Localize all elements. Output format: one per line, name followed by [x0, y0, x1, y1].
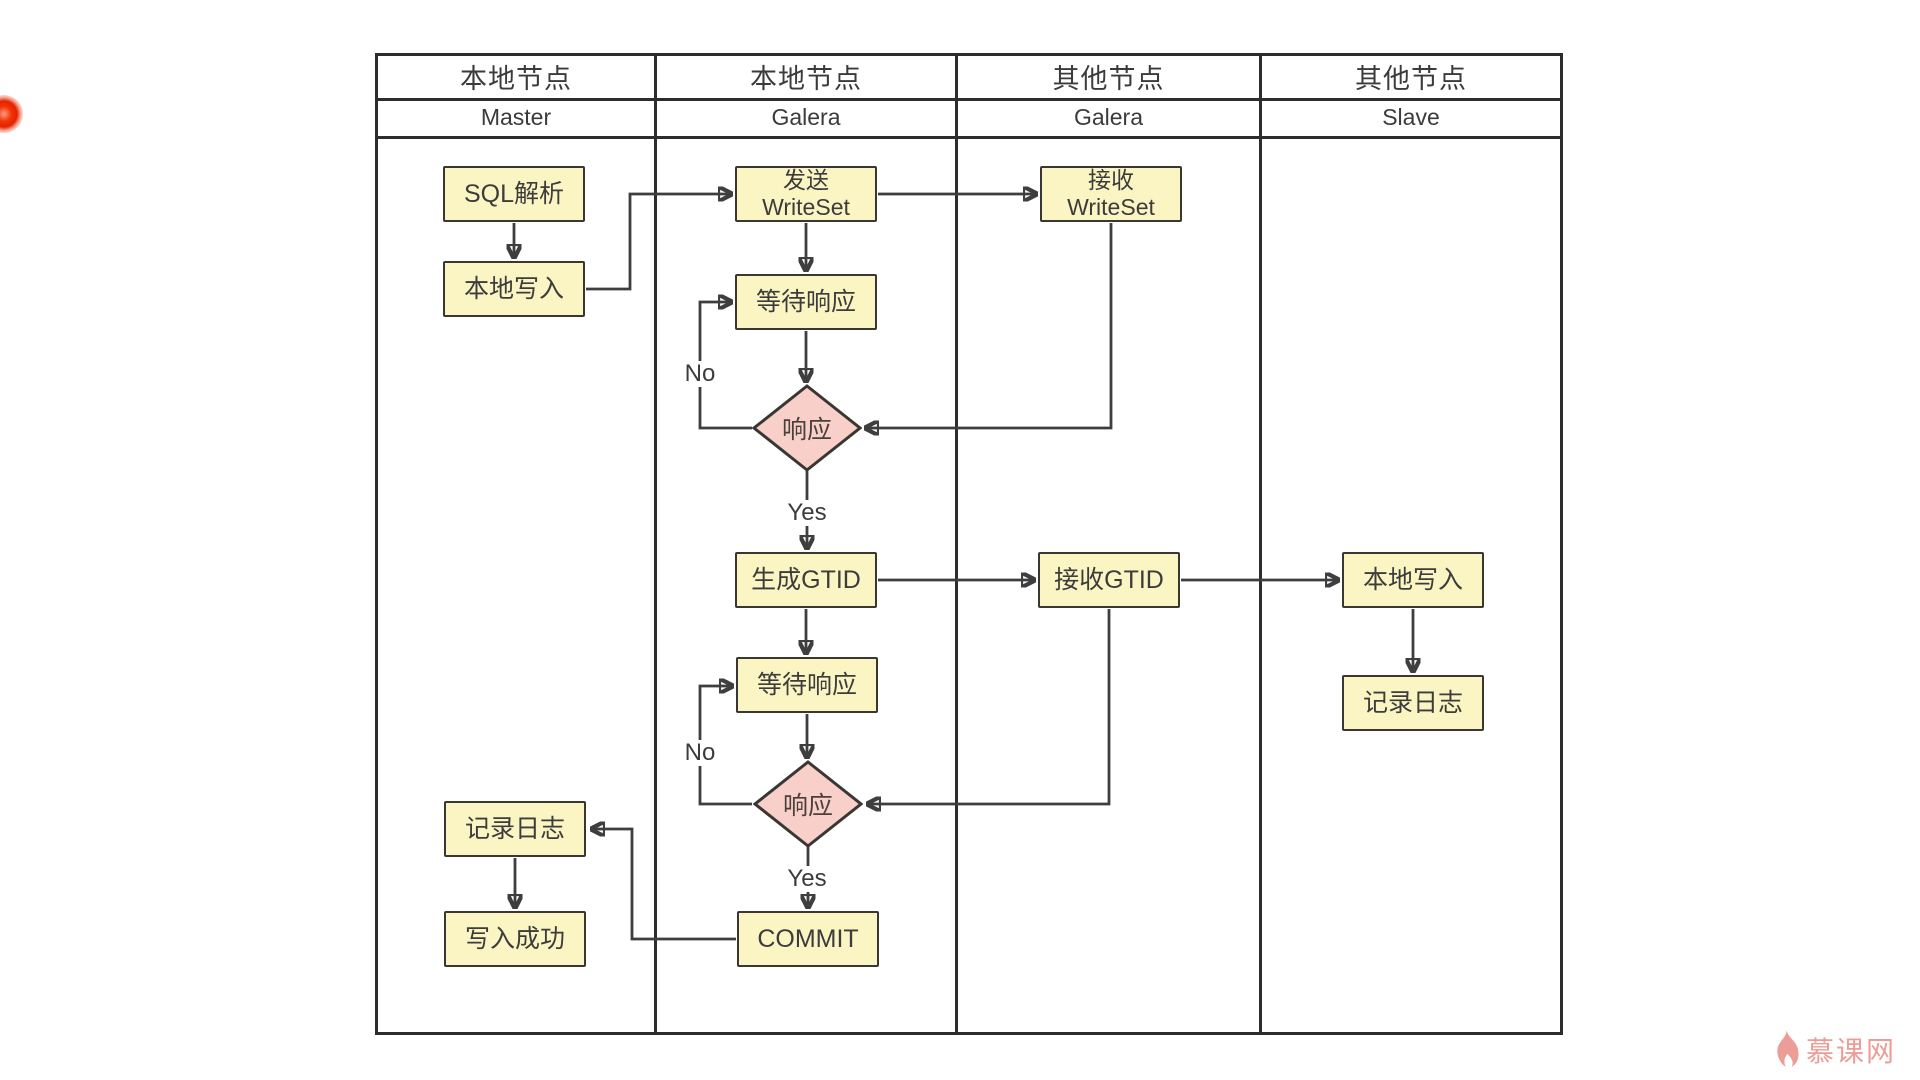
header-row-divider [375, 98, 1563, 101]
edge-label-no-1: No [682, 360, 718, 387]
subheader-row-divider [375, 136, 1563, 139]
watermark-text: 慕课网 [1806, 1036, 1897, 1067]
node-recv-writeset: 接收 WriteSet [1040, 166, 1182, 222]
edge-label-yes-1: Yes [785, 499, 829, 526]
lane-subtitle-3: Galera [1073, 104, 1144, 130]
diamond-shape [752, 384, 862, 472]
lane-divider-1 [654, 53, 657, 1035]
flame-icon [1777, 1028, 1799, 1067]
node-sql-parse: SQL解析 [443, 166, 585, 222]
lane-divider-3 [1259, 53, 1262, 1035]
lane-title-4: 其他节点 [1355, 64, 1467, 94]
lane-title-3: 其他节点 [1052, 64, 1165, 94]
lane-subtitle-1: Master [480, 104, 552, 130]
node-recv-gtid: 接收GTID [1038, 552, 1180, 608]
lane-subtitle-4: Slave [1382, 104, 1440, 130]
node-response-1: 响应 [752, 384, 862, 472]
lane-title-2: 本地节点 [750, 64, 862, 94]
node-send-writeset: 发送 WriteSet [735, 166, 877, 222]
lane-divider-2 [955, 53, 958, 1035]
swimlane-frame [375, 53, 1563, 1035]
node-log-master: 记录日志 [444, 801, 586, 857]
node-response-2: 响应 [753, 760, 863, 848]
node-write-success: 写入成功 [444, 911, 586, 967]
node-wait-response-2: 等待响应 [736, 657, 878, 713]
node-log-slave: 记录日志 [1342, 675, 1484, 731]
lane-title-1: 本地节点 [460, 64, 572, 94]
edge-label-yes-2: Yes [785, 865, 829, 892]
diamond-shape [753, 760, 863, 848]
edge-label-no-2: No [682, 739, 718, 766]
node-local-write-master: 本地写入 [443, 261, 585, 317]
node-commit: COMMIT [737, 911, 879, 967]
node-local-write-slave: 本地写入 [1342, 552, 1484, 608]
node-wait-response-1: 等待响应 [735, 274, 877, 330]
laser-pointer-dot [0, 95, 23, 133]
node-gen-gtid: 生成GTID [735, 552, 877, 608]
lane-subtitle-2: Galera [771, 104, 841, 130]
watermark-logo: 慕课网 [1770, 1028, 1896, 1072]
